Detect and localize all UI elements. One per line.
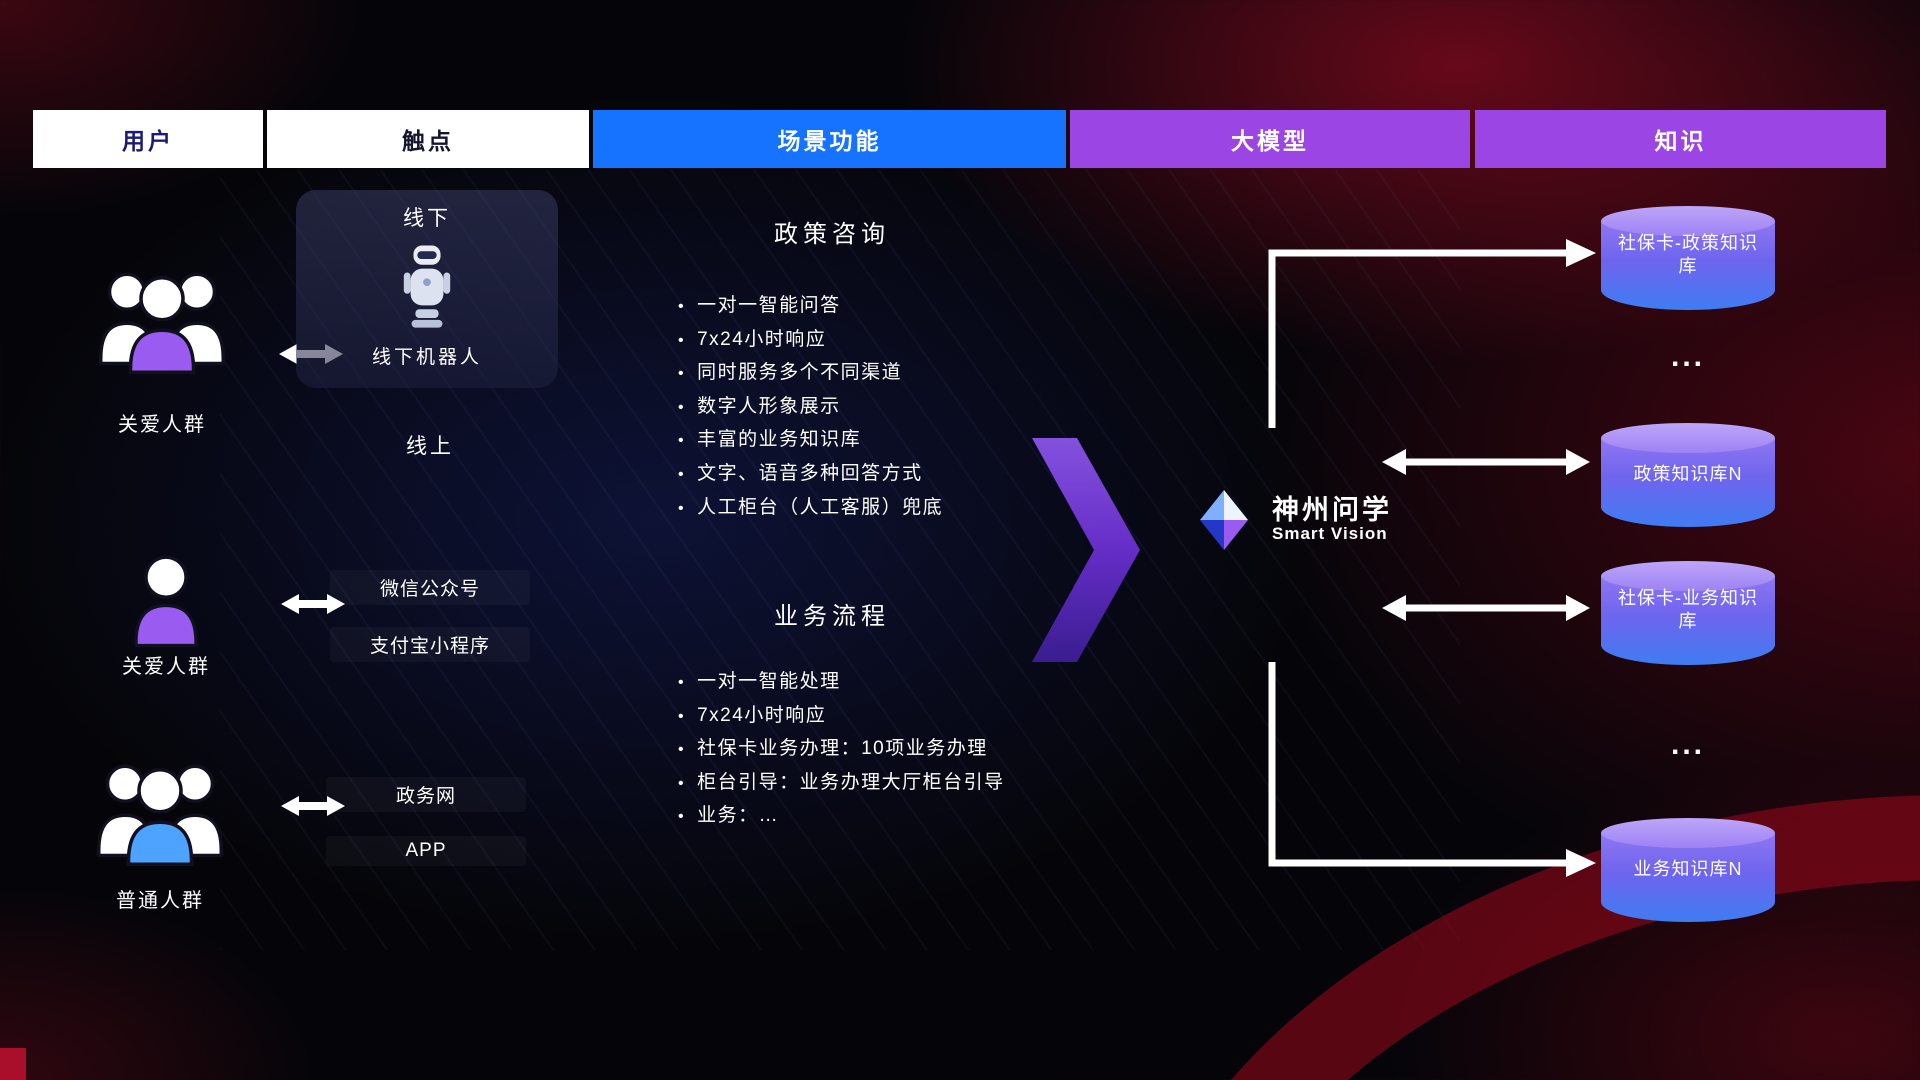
list-item: 柜台引导：业务办理大厅柜台引导 [678,767,1005,801]
header-touchpoints-label: 触点 [402,128,454,154]
cylinder-top [1601,206,1775,236]
red-swoosh-decor [1065,712,1920,1080]
model-name: 神州问学 [1272,495,1392,525]
list-item: 业务：… [678,800,1005,834]
list-item: 丰富的业务知识库 [678,424,943,458]
general-group-icon [90,752,230,868]
policy-consult-title: 政策咨询 [774,221,890,248]
header-users: 用户 [33,110,263,168]
header-scene-functions-label: 场景功能 [777,128,882,154]
list-item: 数字人形象展示 [678,391,943,425]
list-item: 文字、语音多种回答方式 [678,458,943,492]
corner-accent [0,1048,26,1080]
big-arrow-icon [1032,432,1144,668]
header-touchpoints: 触点 [267,110,589,168]
double-arrow-icon [281,792,345,820]
business-process-list: 一对一智能处理 7x24小时响应 社保卡业务办理：10项业务办理 柜台引导：业务… [678,666,1005,834]
model-subtitle: Smart Vision [1272,524,1388,543]
header-knowledge: 知识 [1475,110,1886,168]
header-large-model-label: 大模型 [1231,128,1309,154]
list-item: 7x24小时响应 [678,700,1005,734]
offline-robot-card: 线下 线下机器人 [296,190,558,388]
general-group-label: 普通人群 [116,890,204,912]
care-person-icon [126,552,206,649]
offline-title: 线下 [403,207,451,230]
list-item: 一对一智能问答 [678,290,943,324]
kb-label: 政策知识库N [1633,464,1743,484]
smart-vision-logo-icon [1190,486,1258,554]
list-item: 人工柜台（人工客服）兜底 [678,492,943,526]
cylinder-top [1601,561,1775,591]
cylinder-top [1601,818,1775,848]
offline-robot-label: 线下机器人 [371,347,482,368]
channel-wechat: 微信公众号 [330,570,530,605]
list-item: 社保卡业务办理：10项业务办理 [678,733,1005,767]
channel-gov: 政务网 [326,777,526,812]
kb-cylinder-business-n: 业务知识库N [1601,818,1775,922]
channel-app: APP [326,836,526,866]
policy-consult-list: 一对一智能问答 7x24小时响应 同时服务多个不同渠道 数字人形象展示 丰富的业… [678,290,943,525]
channel-alipay: 支付宝小程序 [330,627,530,662]
header-large-model: 大模型 [1070,110,1470,168]
list-item: 同时服务多个不同渠道 [678,357,943,391]
kb-cylinder-policy-ssc: 社保卡-政策知识库 [1601,206,1775,310]
care-group-label-2: 关爱人群 [122,656,210,678]
header-scene-functions: 场景功能 [593,110,1066,168]
ellipsis: ... [1670,340,1705,373]
care-group-icon-1 [92,260,232,376]
ellipsis: ... [1670,728,1705,761]
care-group-label-1: 关爱人群 [118,414,206,436]
kb-cylinder-business-ssc: 社保卡-业务知识库 [1601,561,1775,665]
header-knowledge-label: 知识 [1654,128,1707,154]
cylinder-top [1601,423,1775,453]
business-process-title: 业务流程 [774,603,890,630]
list-item: 7x24小时响应 [678,324,943,358]
list-item: 一对一智能处理 [678,666,1005,700]
kb-label: 业务知识库N [1633,859,1743,879]
online-title: 线上 [406,435,454,458]
header-users-label: 用户 [122,128,174,154]
kb-label: 社保卡-业务知识库 [1618,588,1758,632]
kb-label: 社保卡-政策知识库 [1618,233,1758,277]
robot-icon [398,240,456,336]
double-arrow-icon [281,590,345,618]
kb-cylinder-policy-n: 政策知识库N [1601,423,1775,527]
